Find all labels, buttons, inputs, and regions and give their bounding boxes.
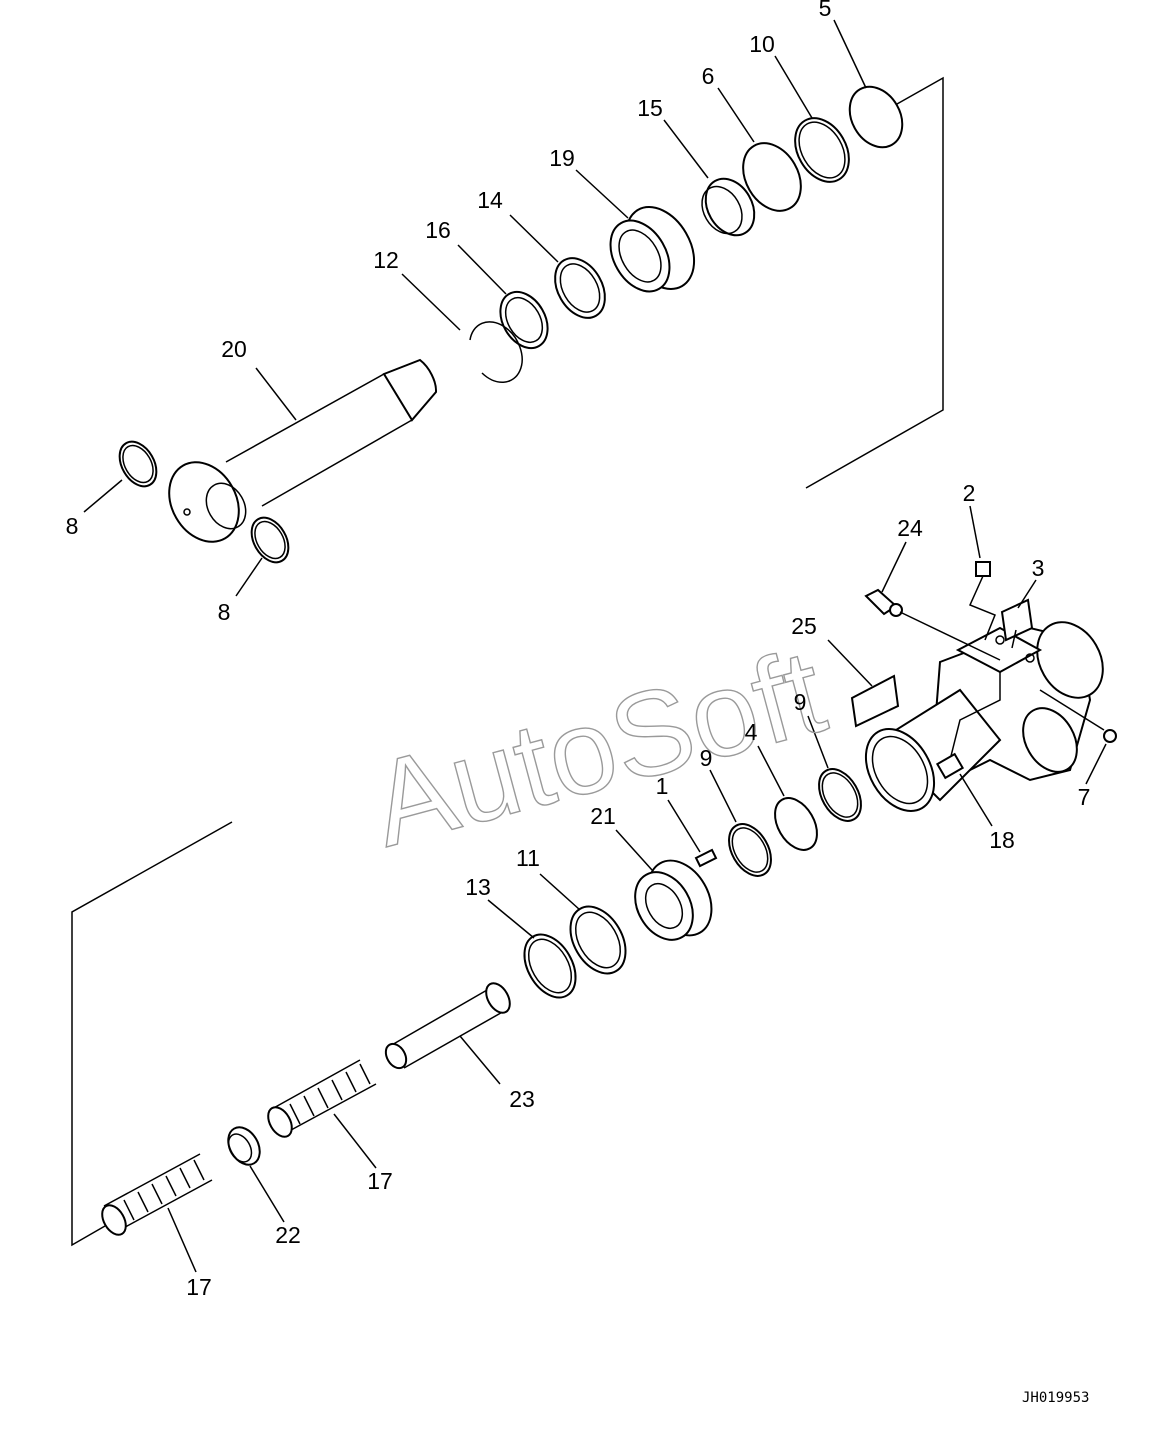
part-17-spring-lower xyxy=(101,1153,213,1236)
callout-20: 20 xyxy=(221,336,247,362)
callout-17-lower: 17 xyxy=(186,1274,212,1300)
part-8-ring-lower xyxy=(250,516,290,564)
part-20-piston-rod xyxy=(168,358,438,543)
part-15-bushing xyxy=(701,177,756,237)
callout-23: 23 xyxy=(509,1086,535,1112)
callout-3: 3 xyxy=(1032,555,1045,581)
part-10-ring xyxy=(794,117,850,183)
callout-24: 24 xyxy=(897,515,923,541)
callout-12: 12 xyxy=(373,247,399,273)
drawing-code: JH019953 xyxy=(1022,1390,1089,1406)
callout-11: 11 xyxy=(516,845,540,871)
callout-16: 16 xyxy=(425,217,451,243)
callout-10: 10 xyxy=(749,31,775,57)
frame-lines xyxy=(71,76,944,1247)
callout-18: 18 xyxy=(989,827,1015,853)
part-11-ring xyxy=(569,905,627,975)
callout-17-upper: 17 xyxy=(367,1168,393,1194)
part-25-label xyxy=(850,674,900,728)
callout-14: 14 xyxy=(477,187,503,213)
callout-1: 1 xyxy=(656,773,669,799)
callout-21: 21 xyxy=(590,803,616,829)
part-6-ring xyxy=(742,142,802,212)
part-22-collar xyxy=(227,1126,261,1166)
callout-19: 19 xyxy=(549,145,575,171)
part-1-screw xyxy=(694,848,718,868)
part-4-ring xyxy=(774,797,818,851)
part-18-cylinder-tube xyxy=(864,621,1104,812)
part-16-ring xyxy=(499,290,549,350)
part-9-ring-right xyxy=(818,768,862,822)
part-21-piston xyxy=(634,859,713,941)
part-17-spring-upper xyxy=(267,1059,377,1138)
watermark-text: AutoSoft xyxy=(358,624,837,873)
callout-8-lower: 8 xyxy=(218,599,231,625)
part-3-plate xyxy=(1000,598,1034,649)
callout-9-right: 9 xyxy=(794,689,807,715)
callout-5: 5 xyxy=(819,0,832,21)
callout-2: 2 xyxy=(963,480,976,506)
part-5-ring xyxy=(848,85,904,149)
part-8-ring-upper xyxy=(118,440,158,488)
callout-13: 13 xyxy=(465,874,491,900)
callout-8-upper: 8 xyxy=(66,513,79,539)
part-24-fitting xyxy=(864,588,1001,661)
callout-labels: 5 10 6 15 19 14 16 12 20 8 8 2 24 3 25 9… xyxy=(66,0,1091,1300)
callout-22: 22 xyxy=(275,1222,301,1248)
callout-4: 4 xyxy=(745,719,758,745)
part-2-plug xyxy=(968,561,996,641)
callout-15: 15 xyxy=(637,95,663,121)
callout-25: 25 xyxy=(791,613,817,639)
callout-7: 7 xyxy=(1078,784,1091,810)
part-12-snap-ring xyxy=(469,321,523,383)
part-23-tube xyxy=(384,982,511,1085)
part-7-plug xyxy=(1039,689,1117,743)
watermark: AutoSoft xyxy=(357,623,838,873)
part-9-ring-left xyxy=(728,823,772,877)
leader-lines xyxy=(83,19,1107,1273)
callout-9-left: 9 xyxy=(700,745,713,771)
callout-6: 6 xyxy=(702,63,715,89)
part-14-ring xyxy=(554,257,606,319)
part-19-gland xyxy=(609,206,696,293)
